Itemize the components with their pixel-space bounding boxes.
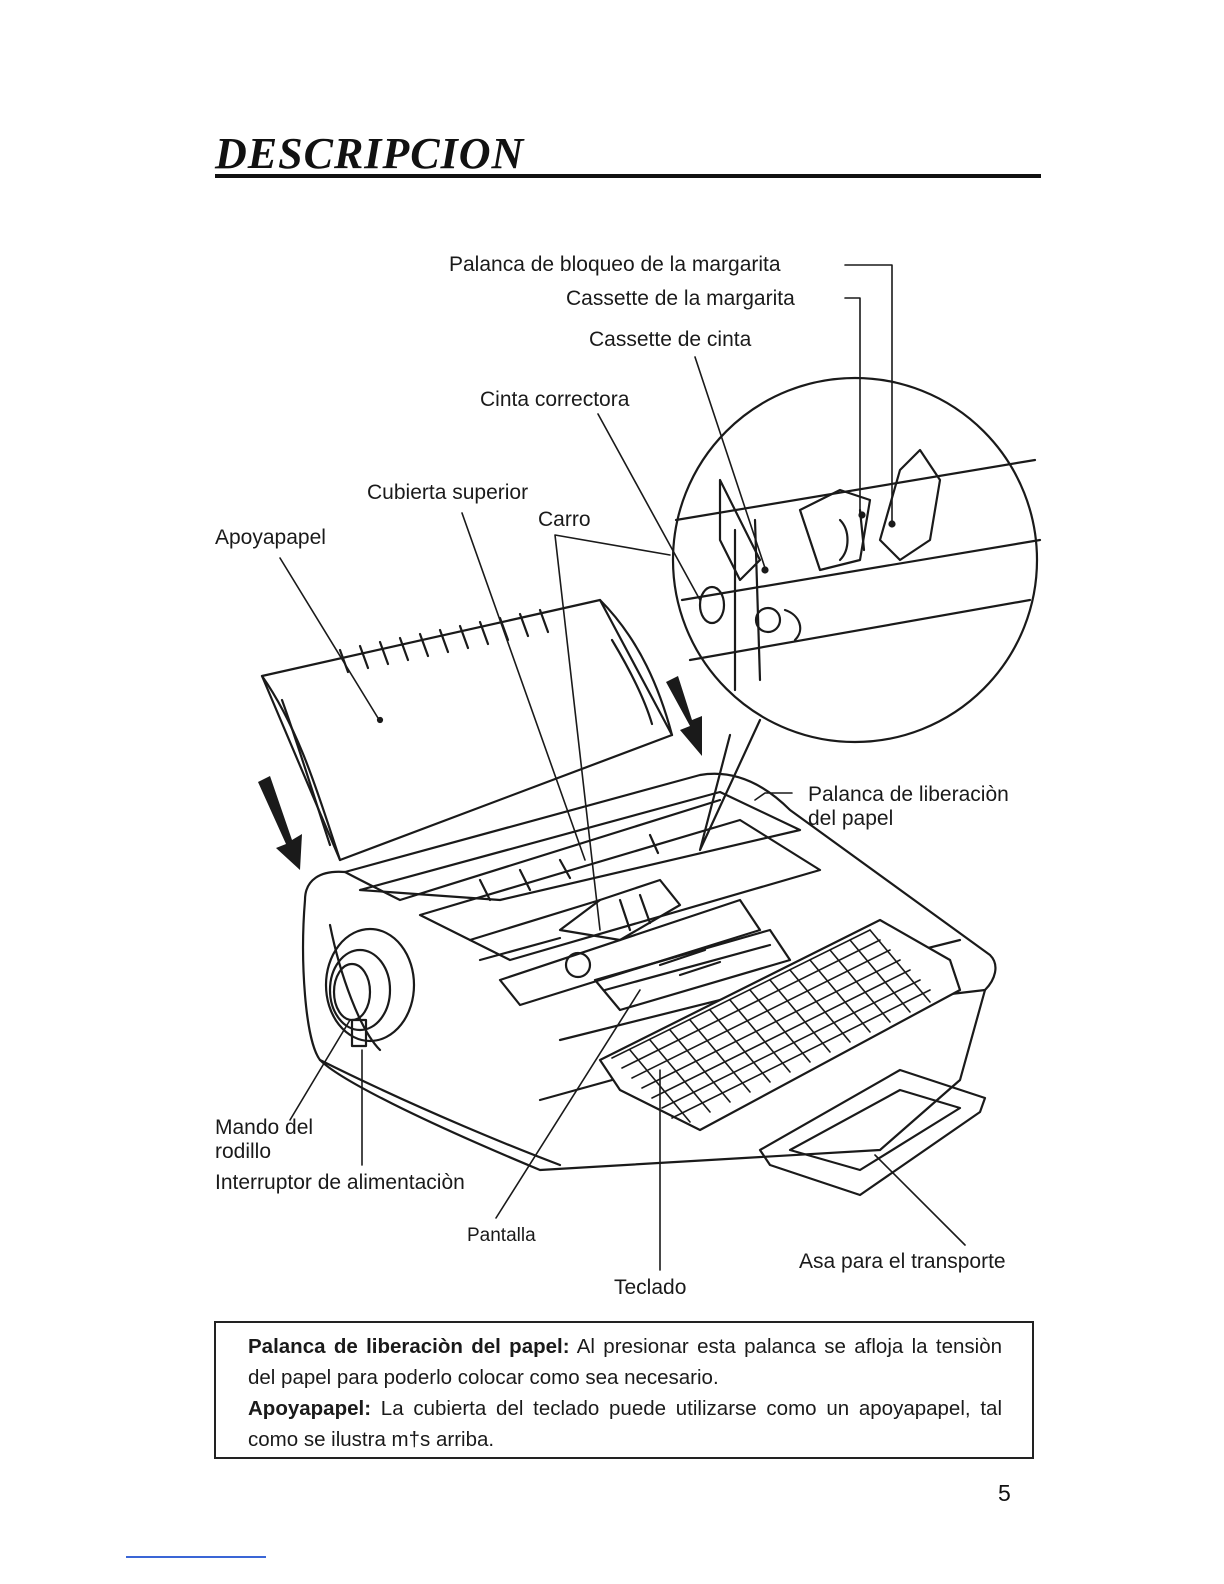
label-mando-line2: rodillo [215,1140,272,1163]
carry-handle-drawing [758,1068,987,1197]
platen-knob-drawing [324,927,416,1048]
info-text-paper-support: La cubierta del teclado puede utilizarse… [248,1397,1002,1451]
label-carro: Carro [538,508,591,531]
label-cinta-correctora: Cinta correctora [480,388,630,411]
label-interruptor: Interruptor de alimentaciòn [215,1171,465,1194]
page-title: DESCRIPCION [215,129,525,178]
label-palanca-liberacion-line1: Palanca de liberaciòn [808,783,1009,806]
typewriter-body [302,772,997,1172]
info-box: Palanca de liberaciòn del papel: Al pres… [214,1321,1034,1459]
label-apoyapapel: Apoyapapel [215,526,326,549]
label-cassette-cinta: Cassette de cinta [589,328,752,351]
label-cubierta-superior: Cubierta superior [367,481,529,504]
info-term-paper-release: Palanca de liberaciòn del papel: [248,1335,570,1358]
label-pantalla: Pantalla [467,1225,536,1246]
leader-lines [279,264,966,1271]
info-text-paper-release: Al presionar esta palanca se afloja la t… [248,1335,1002,1389]
title-rule [215,174,1041,178]
info-paragraph-paper-release: Palanca de liberaciòn del papel: Al pres… [248,1331,1002,1393]
label-asa: Asa para el transporte [799,1250,1006,1273]
down-arrows [258,676,702,870]
info-paragraph-paper-support: Apoyapapel: La cubierta del teclado pued… [248,1393,1002,1455]
page-number: 5 [998,1480,1011,1506]
label-palanca-liberacion-line2: del papel [808,807,894,830]
label-cassette-margarita: Cassette de la margarita [566,287,795,310]
label-palanca-bloqueo: Palanca de bloqueo de la margarita [449,253,781,276]
info-term-paper-support: Apoyapapel: [248,1397,372,1420]
footer-rule [126,1556,266,1558]
label-mando-line1: Mando del [215,1116,314,1139]
label-teclado: Teclado [614,1276,687,1299]
